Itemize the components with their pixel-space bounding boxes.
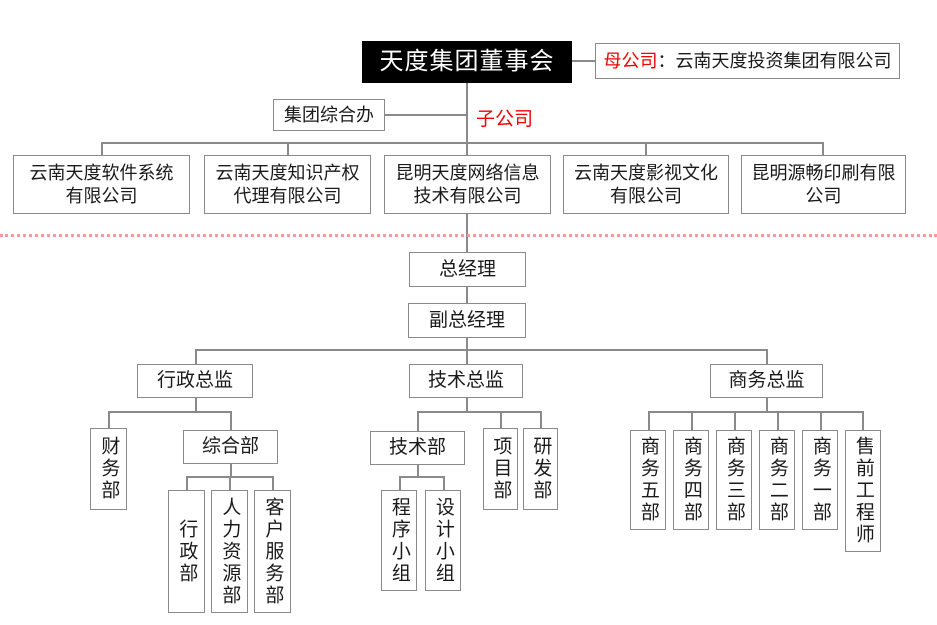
connector bbox=[443, 476, 445, 490]
node-business-dept-1: 商务一部 bbox=[802, 430, 838, 530]
connector bbox=[572, 60, 595, 62]
director-business-label: 商务总监 bbox=[728, 370, 805, 392]
connector bbox=[287, 142, 289, 155]
connector bbox=[820, 411, 822, 430]
group-office-label: 集团综合办 bbox=[284, 104, 374, 125]
subsidiary-name-line: 云南天度影视文化 bbox=[574, 163, 718, 183]
parent-company-name: 云南天度投资集团有限公司 bbox=[675, 50, 892, 71]
connector bbox=[229, 476, 231, 490]
connector bbox=[822, 142, 824, 155]
connector bbox=[766, 398, 768, 412]
connector bbox=[101, 142, 824, 144]
node-project-dept: 项目部 bbox=[483, 428, 518, 510]
node-general-manager: 总经理 bbox=[409, 252, 526, 287]
parent-company-colon: ： bbox=[657, 50, 676, 71]
node-subsidiary-printing: 昆明源畅印刷有限 公司 bbox=[741, 155, 906, 214]
subsidiary-name-line: 技术有限公司 bbox=[413, 185, 522, 206]
parent-company-prefix: 母公司 bbox=[603, 50, 658, 71]
node-customer-service-dept: 客户服务部 bbox=[254, 490, 291, 613]
subsidiary-name-line: 昆明天度网络信息 bbox=[395, 163, 540, 183]
subsidiary-name-line: 有限公司 bbox=[65, 185, 138, 206]
connector bbox=[766, 349, 768, 364]
connector bbox=[101, 142, 103, 155]
node-hr-dept: 人力资源部 bbox=[211, 490, 248, 613]
node-business-dept-4: 商务四部 bbox=[673, 430, 709, 530]
connector bbox=[466, 338, 468, 350]
node-business-dept-5: 商务五部 bbox=[630, 430, 666, 530]
node-general-affairs-dept: 综合部 bbox=[183, 430, 278, 464]
node-design-group: 设计小组 bbox=[425, 490, 461, 591]
node-group-office: 集团综合办 bbox=[273, 99, 385, 131]
connector bbox=[195, 349, 197, 364]
node-programming-group: 程序小组 bbox=[381, 490, 417, 591]
node-director-business: 商务总监 bbox=[710, 364, 823, 398]
connector bbox=[540, 411, 542, 428]
general-manager-label: 总经理 bbox=[438, 258, 496, 280]
connector bbox=[466, 83, 468, 155]
connector bbox=[466, 287, 468, 303]
connector bbox=[500, 411, 502, 428]
node-presales-engineer: 售前工程师 bbox=[845, 430, 881, 552]
subsidiary-name-line: 云南天度知识产权 bbox=[215, 163, 360, 183]
connector bbox=[466, 349, 468, 364]
connector bbox=[466, 214, 468, 252]
connector bbox=[272, 476, 274, 490]
connector bbox=[777, 411, 779, 430]
node-tech-dept: 技术部 bbox=[370, 431, 465, 465]
node-admin-dept: 行政部 bbox=[168, 490, 205, 613]
connector bbox=[195, 398, 197, 412]
connector bbox=[417, 411, 419, 432]
tech-dept-label: 技术部 bbox=[388, 437, 446, 459]
connector bbox=[645, 142, 647, 155]
subsidiary-tag: 子公司 bbox=[476, 109, 534, 130]
connector bbox=[734, 411, 736, 430]
connector bbox=[417, 411, 541, 413]
connector bbox=[186, 476, 188, 490]
connector bbox=[691, 411, 693, 430]
connector bbox=[648, 411, 650, 430]
node-subsidiary-ip-agency: 云南天度知识产权 代理有限公司 bbox=[204, 155, 371, 214]
node-parent-company: 母公司：云南天度投资集团有限公司 bbox=[595, 43, 900, 79]
node-rd-dept: 研发部 bbox=[523, 428, 558, 510]
director-admin-label: 行政总监 bbox=[156, 370, 233, 392]
node-deputy-general-manager: 副总经理 bbox=[408, 303, 526, 338]
subsidiary-name-line: 公司 bbox=[805, 185, 842, 206]
connector bbox=[862, 411, 864, 430]
connector bbox=[417, 464, 419, 477]
subsidiary-name-line: 昆明源畅印刷有限 bbox=[751, 163, 896, 183]
subsidiary-name-line: 代理有限公司 bbox=[233, 185, 342, 206]
deputy-general-manager-label: 副总经理 bbox=[428, 309, 505, 331]
connector bbox=[648, 411, 863, 413]
connector bbox=[385, 114, 467, 116]
connector bbox=[230, 464, 232, 477]
connector bbox=[108, 411, 231, 413]
node-director-admin: 行政总监 bbox=[137, 364, 253, 398]
connector bbox=[399, 476, 401, 490]
node-subsidiary-network-info: 昆明天度网络信息 技术有限公司 bbox=[384, 155, 551, 214]
connector bbox=[230, 411, 232, 430]
node-business-dept-3: 商务三部 bbox=[716, 430, 752, 530]
group-subsidiary-divider bbox=[0, 234, 937, 237]
board-label: 天度集团董事会 bbox=[379, 48, 555, 75]
connector bbox=[195, 349, 767, 351]
subsidiary-name-line: 云南天度软件系统 bbox=[29, 163, 174, 183]
connector bbox=[108, 411, 110, 428]
node-finance-dept: 财务部 bbox=[90, 428, 127, 510]
connector bbox=[399, 476, 443, 478]
node-board: 天度集团董事会 bbox=[362, 41, 572, 83]
node-subsidiary-software: 云南天度软件系统 有限公司 bbox=[13, 155, 190, 214]
director-tech-label: 技术总监 bbox=[427, 370, 504, 392]
general-affairs-label: 综合部 bbox=[201, 436, 259, 458]
node-business-dept-2: 商务二部 bbox=[759, 430, 795, 530]
node-subsidiary-film-culture: 云南天度影视文化 有限公司 bbox=[563, 155, 729, 214]
connector bbox=[466, 398, 468, 412]
node-director-tech: 技术总监 bbox=[409, 364, 523, 398]
subsidiary-name-line: 有限公司 bbox=[610, 185, 682, 206]
